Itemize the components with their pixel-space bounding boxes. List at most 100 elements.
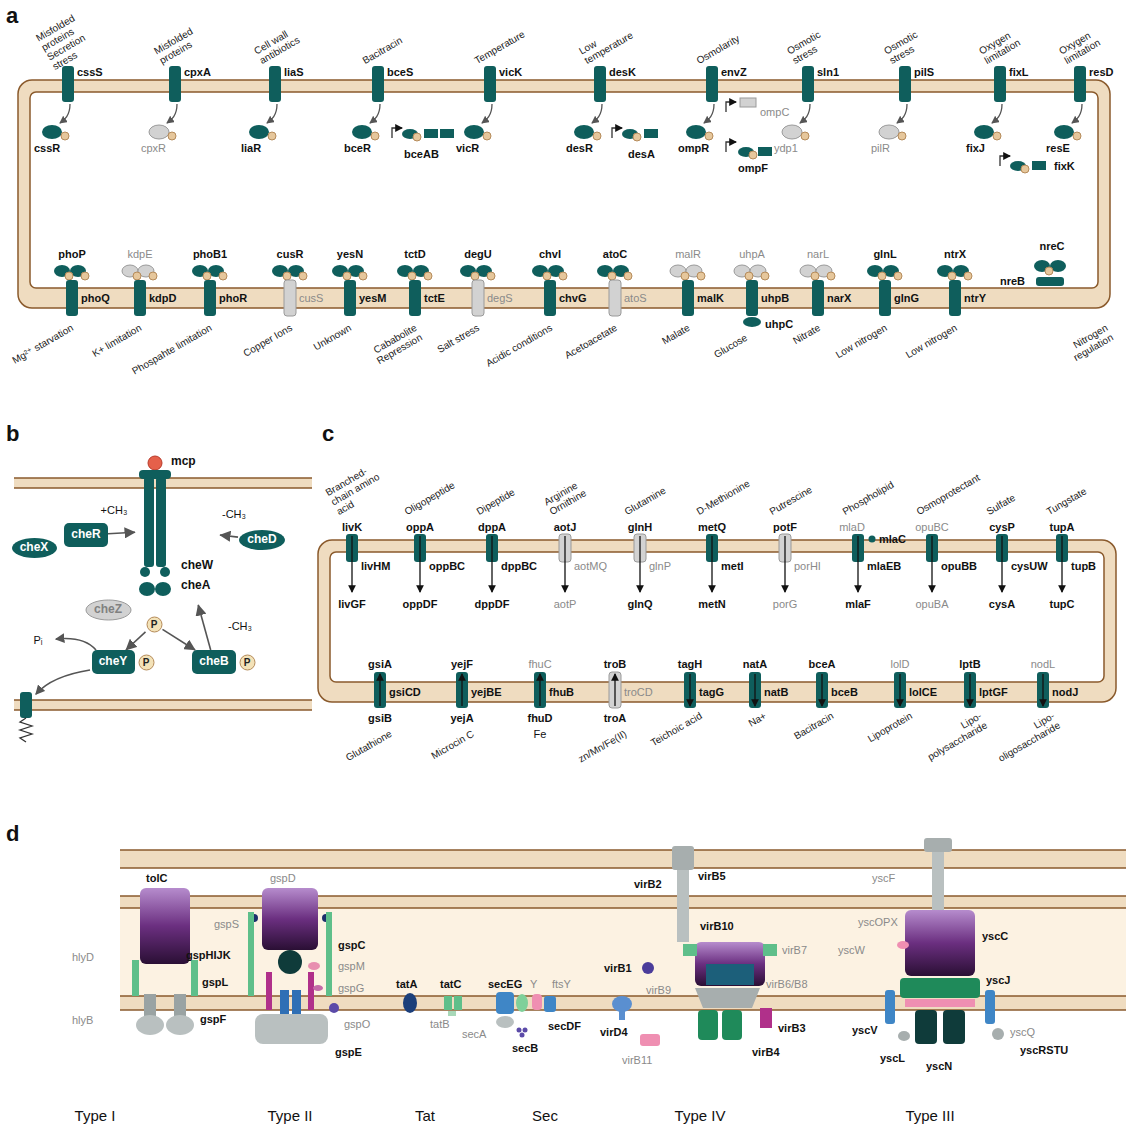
kinase-shape <box>706 66 718 102</box>
gene-label: gspD <box>270 872 296 885</box>
stimulus-label: Sulfate <box>985 492 1017 517</box>
edge-label: +CH₃ <box>99 504 130 517</box>
cell-envelope <box>330 552 1104 682</box>
kinase-shape <box>964 672 976 708</box>
type-four-secretion <box>640 1034 660 1046</box>
gene-label: cssS <box>77 66 103 79</box>
regulator-shape <box>464 125 484 139</box>
phosphate-dot <box>827 272 835 280</box>
type-one-secretion <box>174 994 186 1016</box>
panel-letter: a <box>6 3 18 28</box>
transport-arrow <box>899 674 900 706</box>
gene-label: yscJ <box>986 974 1010 987</box>
kinase-shape <box>812 280 824 316</box>
gene-label: virB2 <box>634 878 662 891</box>
gene-label: fixJ <box>966 142 985 155</box>
gene-label: tctE <box>424 292 445 305</box>
kinase-shape <box>682 280 694 316</box>
gene-label: tupB <box>1071 560 1096 573</box>
transport-arrow <box>491 536 492 592</box>
stimulus-label: D-Methionine <box>695 478 752 517</box>
gene-label: cysUW <box>1011 560 1048 573</box>
type-three-secretion <box>898 1031 910 1041</box>
gene-label: glnG <box>894 292 919 305</box>
system-title: Type I <box>75 1107 116 1124</box>
phosphate-dot <box>811 272 819 280</box>
phosphate-dot <box>593 132 601 140</box>
node-text: P <box>244 657 251 668</box>
kinase-shape <box>609 672 621 708</box>
tat-sec-translocon <box>496 992 514 1014</box>
type-four-secretion <box>763 944 777 956</box>
gene-label: metQ <box>698 521 726 534</box>
tat-sec-translocon <box>403 993 417 1013</box>
phosphate-dot <box>697 272 705 280</box>
tat-sec-translocon <box>496 1016 514 1028</box>
stimulus-label: Misfolded proteins <box>152 19 211 66</box>
gene-label: tctD <box>404 248 425 261</box>
gene-box <box>1032 161 1046 170</box>
promoter-arrow <box>392 128 402 138</box>
connector-arrow <box>108 532 135 533</box>
type-three-secretion <box>924 838 952 852</box>
gene-label: kdpD <box>149 292 177 305</box>
gene-label: mlaEB <box>867 560 901 573</box>
receptor-complex: mcpcheWcheA <box>135 455 220 605</box>
node-text: cheX <box>20 541 49 554</box>
phosphate-dot <box>133 272 141 280</box>
stimulus-label: Salt stress <box>436 322 482 355</box>
pathway-arrow <box>1072 104 1082 123</box>
gene-label: cusR <box>277 248 304 261</box>
connector-arrow <box>163 629 196 650</box>
transport-arrow <box>379 674 380 706</box>
gene-label: yscL <box>880 1052 905 1065</box>
system-title: Tat <box>415 1107 435 1124</box>
gene-label: virB5 <box>698 870 726 883</box>
gene-label: secDF <box>548 1020 581 1033</box>
phosphate-dot <box>471 272 479 280</box>
membrane <box>120 867 1126 869</box>
gene-label: gspF <box>200 1013 226 1026</box>
gene-label: porHI <box>794 560 821 573</box>
gene-label: malR <box>675 248 701 261</box>
kinase-shape <box>994 66 1006 102</box>
gene-label: atoC <box>603 248 627 261</box>
gene-label: aotP <box>554 598 577 611</box>
type-two-secretion <box>326 912 332 996</box>
cell-envelope <box>30 92 1098 288</box>
gene-label: bceS <box>387 66 413 79</box>
stimulus-label: Low nitrogen <box>833 322 888 360</box>
protein-shape <box>139 582 155 596</box>
phosphate-dot <box>487 272 495 280</box>
phosphate-dot <box>408 272 416 280</box>
system-title: Type III <box>905 1107 954 1124</box>
type-four-secretion <box>706 964 754 985</box>
gene-label: glnQ <box>627 598 652 611</box>
transport-arrow <box>614 674 615 706</box>
stimulus-label: Cababolite Repression <box>363 322 424 370</box>
gene-label: cpxA <box>184 66 211 79</box>
type-two-secretion <box>262 888 318 950</box>
gene-label: troA <box>604 712 627 725</box>
regulator-shape <box>743 317 761 327</box>
phosphate-dot <box>761 272 769 280</box>
gene-label: kdpE <box>127 248 152 261</box>
stimulus-label: Microcin C <box>429 728 475 761</box>
phosphate-dot <box>483 132 491 140</box>
regulator-shape <box>686 125 706 139</box>
type-one-secretion <box>144 994 156 1016</box>
pathway-arrow <box>36 670 90 694</box>
gene-label: yscQ <box>1010 1026 1035 1039</box>
kinase-shape <box>62 66 74 102</box>
transport-arrow <box>461 674 462 706</box>
protein-oval: cheZ <box>85 599 132 621</box>
gene-label: degS <box>487 292 513 305</box>
promoter-arrow <box>612 128 622 138</box>
pathway-arrow <box>56 638 96 650</box>
stimulus-label: Bacitracin <box>792 710 836 741</box>
stimulus-label: Lipo-oligosaccharide <box>989 710 1062 765</box>
system-title: Type IV <box>675 1107 726 1124</box>
gene-label: livGF <box>338 598 366 611</box>
phosphate-dot <box>543 272 551 280</box>
pathway-arrow <box>592 104 602 123</box>
